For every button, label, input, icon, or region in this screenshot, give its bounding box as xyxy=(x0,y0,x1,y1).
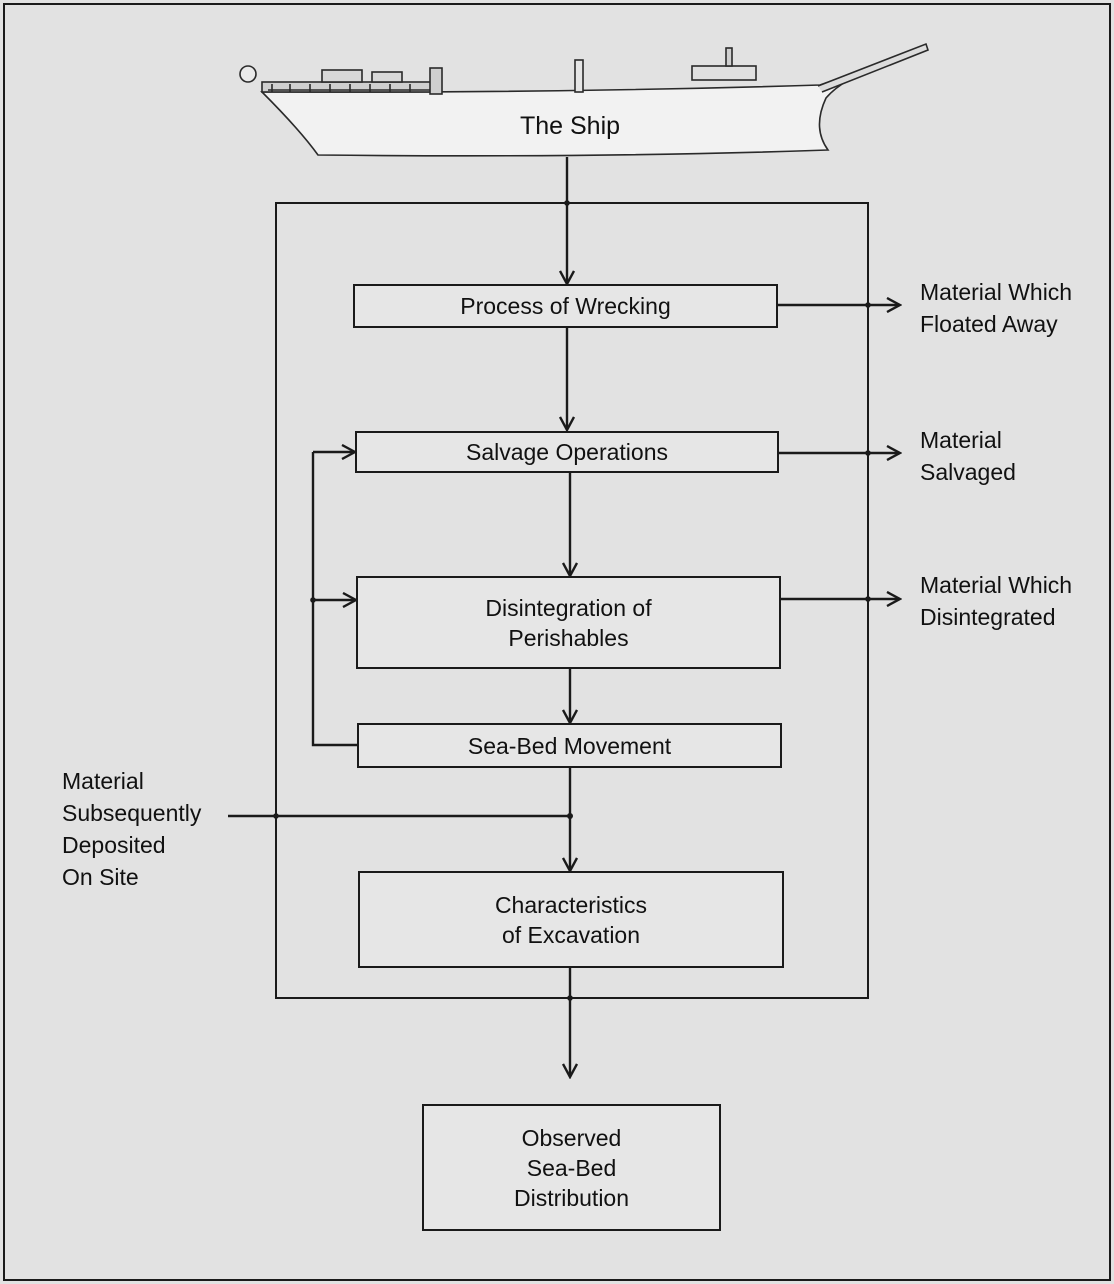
ship-funnel-aft xyxy=(429,67,443,95)
box-salvage-operations: Salvage Operations xyxy=(355,431,779,473)
box-sea-bed-movement: Sea-Bed Movement xyxy=(357,723,782,768)
output-salvaged: Material Salvaged xyxy=(920,427,1016,485)
box-observed-sea-bed-distribution: Observed Sea-Bed Distribution xyxy=(422,1104,721,1231)
ship-hull xyxy=(260,47,927,157)
feedback-loop-line xyxy=(311,452,357,747)
box-characteristics-of-excavation: Characteristics of Excavation xyxy=(358,871,784,968)
ship-stack-fore xyxy=(725,47,733,67)
box-process-of-wrecking: Process of Wrecking xyxy=(353,284,778,328)
box-disintegration-of-perishables: Disintegration of Perishables xyxy=(356,576,781,669)
ship-mast-stump xyxy=(574,59,584,93)
ship-railing xyxy=(268,84,430,92)
ship-label: The Ship xyxy=(519,112,621,140)
page-frame xyxy=(3,3,1111,1281)
ship-deckhouse-aft xyxy=(321,69,363,83)
ship-deckhouse-fore xyxy=(691,65,757,81)
ship-deckhouse-mid xyxy=(371,71,403,83)
ship-stern-boat xyxy=(239,65,257,83)
ship-icon xyxy=(239,42,929,157)
input-deposited-on-site: Material Subsequently Deposited On Site xyxy=(62,768,202,890)
ship-bowsprit xyxy=(817,42,929,93)
output-disintegrated: Material Which Disintegrated xyxy=(920,572,1073,630)
output-floated-away: Material Which Floated Away xyxy=(920,279,1073,337)
